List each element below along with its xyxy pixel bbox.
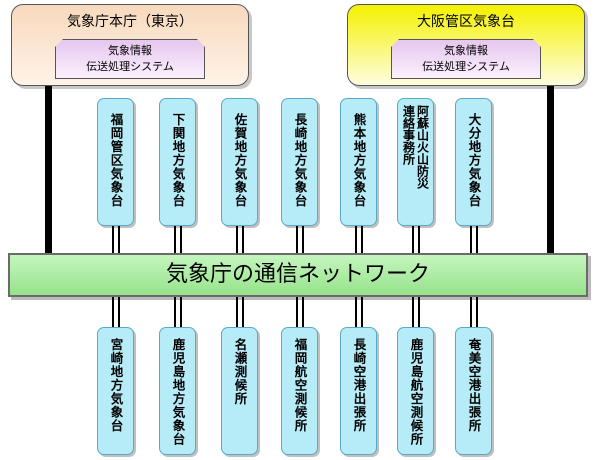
office-top-4-label: 長崎地方気象台: [292, 113, 308, 208]
hq-tokyo: 気象庁本庁（東京） 気象情報 伝送処理システム: [11, 4, 249, 86]
link-top-3: [236, 226, 244, 253]
office-top-4: 長崎地方気象台: [281, 98, 318, 226]
office-bottom-7: 奄美空港出張所: [455, 327, 492, 455]
office-bottom-6-label: 鹿児島航空測候所: [408, 338, 424, 446]
trunk-line-tokyo: [45, 86, 52, 253]
hq-osaka-system-line2: 伝送処理システム: [422, 60, 510, 73]
office-bottom-3-label: 名瀬測候所: [232, 338, 248, 406]
link-bottom-7: [470, 297, 478, 327]
hq-tokyo-title: 気象庁本庁（東京）: [67, 14, 193, 30]
link-bottom-3: [236, 297, 244, 327]
office-bottom-5-label: 長崎空港出張所: [351, 338, 367, 433]
office-top-6-label: 阿蘇山火山防災連絡事務所: [401, 105, 430, 189]
hq-tokyo-system: 気象情報 伝送処理システム: [55, 39, 205, 79]
office-top-1: 福岡管区気象台: [97, 98, 134, 226]
link-bottom-6: [412, 297, 420, 327]
office-bottom-2: 鹿児島地方気象台: [159, 327, 196, 455]
office-bottom-4: 福岡航空測候所: [281, 327, 318, 455]
network-bar: 気象庁の通信ネットワーク: [8, 253, 588, 297]
link-top-4: [296, 226, 304, 253]
hq-osaka-title: 大阪管区気象台: [417, 14, 515, 30]
link-bottom-5: [355, 297, 363, 327]
link-bottom-1: [112, 297, 120, 327]
office-bottom-1-label: 宮崎地方気象台: [108, 338, 124, 433]
office-top-3-label: 佐賀地方気象台: [232, 113, 248, 208]
office-bottom-4-label: 福岡航空測候所: [292, 338, 308, 433]
link-top-2: [174, 226, 182, 253]
office-top-1-label: 福岡管区気象台: [108, 113, 124, 208]
trunk-line-osaka: [547, 86, 554, 253]
link-bottom-2: [174, 297, 182, 327]
hq-osaka-system-line1: 気象情報: [444, 44, 488, 57]
office-top-7-label: 大分地方気象台: [466, 113, 482, 208]
link-top-7: [470, 226, 478, 253]
office-bottom-1: 宮崎地方気象台: [97, 327, 134, 455]
office-top-6: 阿蘇山火山防災連絡事務所: [397, 98, 434, 226]
hq-tokyo-system-line2: 伝送処理システム: [86, 60, 174, 73]
office-top-2: 下関地方気象台: [159, 98, 196, 226]
link-top-6: [412, 226, 420, 253]
office-bottom-3: 名瀬測候所: [221, 327, 258, 455]
office-top-3: 佐賀地方気象台: [221, 98, 258, 226]
office-bottom-6: 鹿児島航空測候所: [397, 327, 434, 455]
link-top-1: [112, 226, 120, 253]
office-bottom-5: 長崎空港出張所: [340, 327, 377, 455]
link-bottom-4: [296, 297, 304, 327]
office-top-7: 大分地方気象台: [455, 98, 492, 226]
link-top-5: [355, 226, 363, 253]
hq-osaka-system: 気象情報 伝送処理システム: [391, 39, 541, 79]
office-top-5: 熊本地方気象台: [340, 98, 377, 226]
hq-osaka: 大阪管区気象台 気象情報 伝送処理システム: [347, 4, 585, 86]
office-bottom-2-label: 鹿児島地方気象台: [170, 338, 186, 446]
office-bottom-7-label: 奄美空港出張所: [466, 338, 482, 433]
hq-tokyo-system-line1: 気象情報: [108, 44, 152, 57]
office-top-2-label: 下関地方気象台: [170, 113, 186, 208]
office-top-5-label: 熊本地方気象台: [351, 113, 367, 208]
